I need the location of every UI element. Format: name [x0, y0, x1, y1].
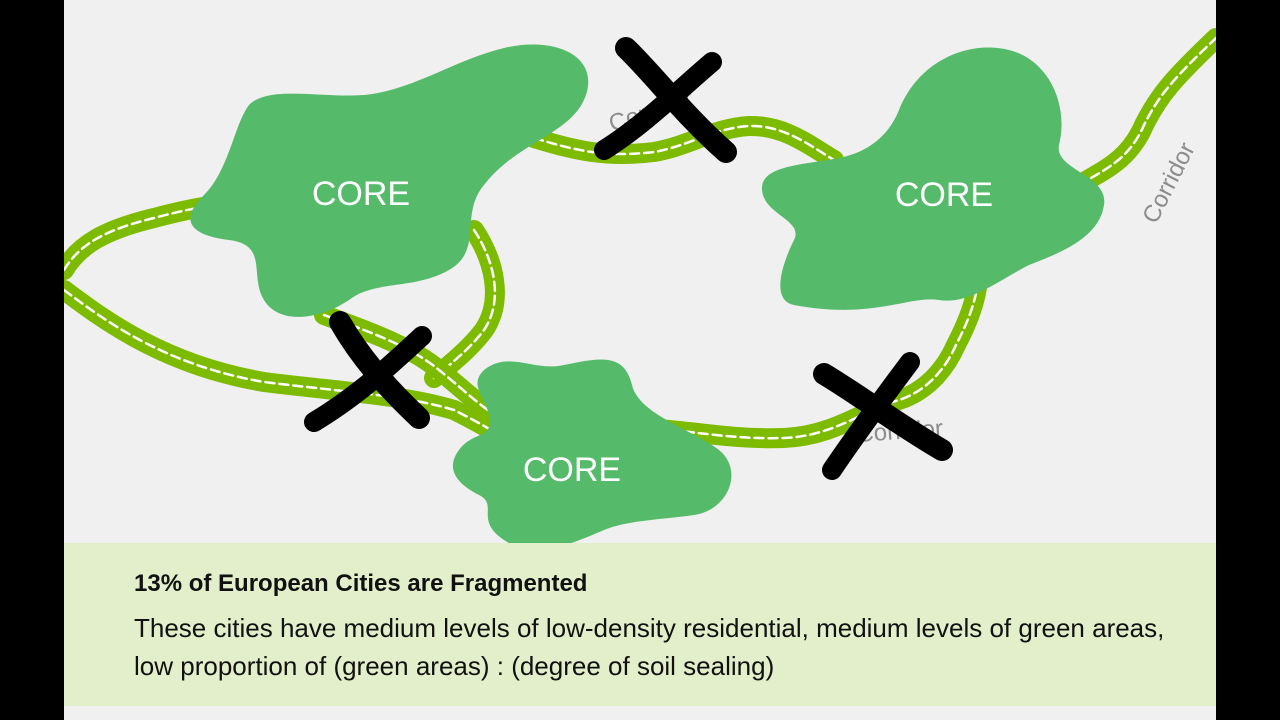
core-label-2: CORE — [895, 176, 993, 214]
caption-body: These cities have medium levels of low-d… — [134, 613, 1165, 681]
corridor-network — [64, 28, 1216, 462]
break-marks — [304, 37, 953, 480]
break-mark-x-left — [304, 311, 432, 432]
break-mark-x-bottom-right — [813, 352, 953, 480]
corridor-label-right: Corridor — [1137, 138, 1200, 228]
core-label-1: CORE — [312, 175, 410, 213]
break-mark-x-top — [594, 37, 737, 163]
core-label-3: CORE — [523, 451, 621, 489]
caption-heading: 13% of European Cities are Fragmented — [134, 570, 588, 597]
corridor-core2-right — [1069, 28, 1216, 195]
caption-panel: 13% of European Cities are Fragmented Th… — [64, 543, 1216, 706]
core-patch-1 — [190, 44, 589, 317]
core-patch-2 — [761, 47, 1105, 310]
fragmentation-diagram: Corridor Corridor Corridor CORE CORE COR… — [64, 28, 1216, 550]
core-patch-3 — [452, 359, 732, 550]
core-patches: CORE CORE CORE — [190, 44, 1105, 550]
slide: Corridor Corridor Corridor CORE CORE COR… — [64, 0, 1216, 720]
